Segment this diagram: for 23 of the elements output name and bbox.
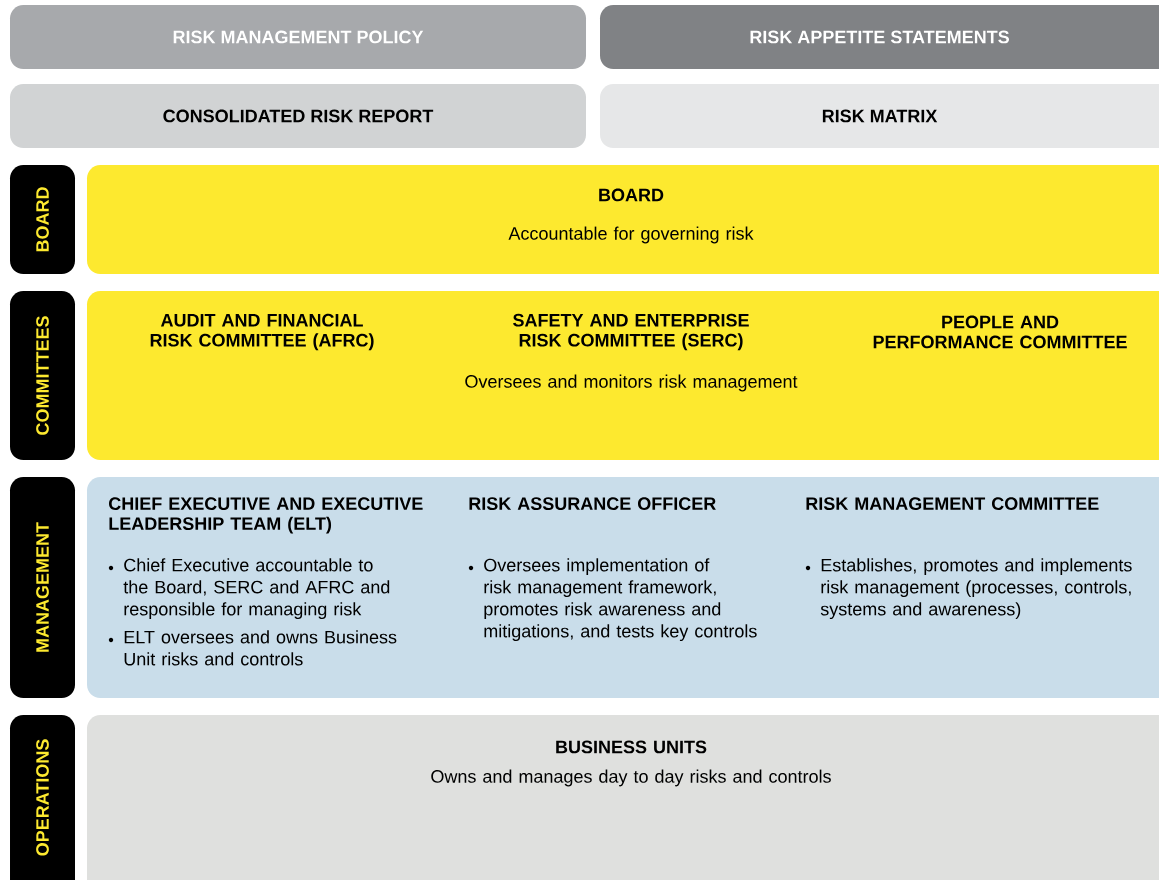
description: Owns and manages day to day risks and controls bbox=[431, 769, 831, 787]
bullet-item: ELT oversees and owns Business Unit risks and controls bbox=[124, 630, 397, 666]
tier-tab: COMMITTEES bbox=[10, 291, 75, 460]
tier-tab: MANAGEMENT bbox=[10, 477, 75, 698]
bullet-item: Chief Executive accountable to the Board, SERC and AFRC and responsible for managing risk bbox=[123, 558, 390, 620]
description: Oversees and monitors risk management bbox=[465, 374, 798, 392]
header-box: RISK MANAGEMENT POLICY bbox=[10, 5, 586, 69]
heading: BUSINESS UNITS bbox=[556, 740, 707, 754]
header-box: RISK MATRIX bbox=[600, 84, 1159, 148]
heading: RISK ASSURANCE OFFICER bbox=[469, 497, 716, 510]
tier-tab: OPERATIONS bbox=[10, 715, 75, 880]
heading: CHIEF EXECUTIVE AND EXECUTIVE LEADERSHIP TEAM (ELT) bbox=[109, 497, 423, 534]
tier-tab: BOARD bbox=[10, 165, 75, 274]
heading: RISK MANAGEMENT COMMITTEE bbox=[806, 497, 1099, 510]
heading: BOARD bbox=[599, 188, 664, 202]
heading: PEOPLE AND PERFORMANCE COMMITTEE bbox=[873, 315, 1127, 349]
header-box: RISK APPETITE STATEMENTS bbox=[600, 5, 1159, 69]
heading: AUDIT AND FINANCIAL RISK COMMITTEE (AFRC) bbox=[150, 313, 374, 351]
description: Accountable for governing risk bbox=[508, 226, 754, 244]
header-box: CONSOLIDATED RISK REPORT bbox=[10, 84, 586, 148]
bullet-item: Establishes, promotes and implements risk management (processes, controls, systems and awareness) bbox=[820, 558, 1132, 620]
heading: SAFETY AND ENTERPRISE RISK COMMITTEE (SERC) bbox=[513, 313, 749, 351]
bullet-item: Oversees implementation of risk management framework, promotes risk awareness and mitigations, and tests key controls bbox=[484, 558, 757, 642]
